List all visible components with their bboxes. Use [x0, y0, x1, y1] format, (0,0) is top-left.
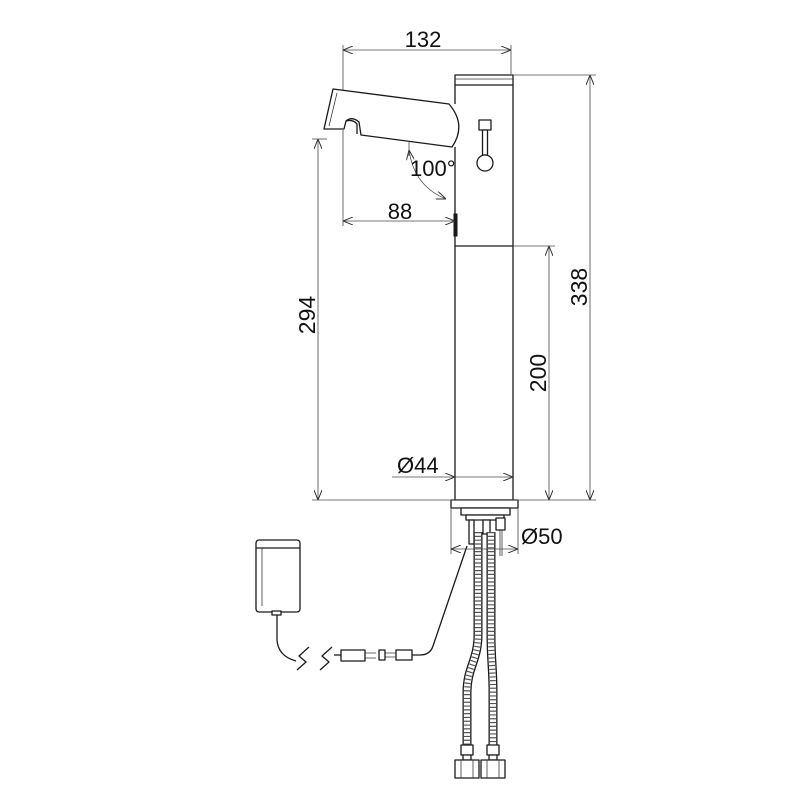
label-body-diameter: Ø44 [397, 453, 439, 478]
hose-right-neck [488, 754, 498, 761]
spout-aerator [345, 119, 358, 134]
lever [476, 119, 494, 172]
base-flange [450, 499, 519, 509]
spout-outline [323, 88, 460, 148]
hose-left-braid [464, 532, 481, 746]
hose-right-collar [486, 744, 500, 756]
spout [323, 88, 460, 148]
label-spout-reach: 88 [388, 199, 412, 224]
mounting-stud-right [499, 530, 503, 556]
label-base-diameter: Ø50 [521, 524, 563, 549]
label-spout-length: 132 [405, 27, 442, 52]
label-outlet-height: 294 [294, 296, 320, 335]
mounting-nut-right [495, 517, 506, 531]
lever-stem [481, 129, 489, 156]
body-outline [454, 74, 514, 501]
connector-female [340, 649, 366, 662]
control-box-body [255, 539, 301, 613]
control-box [255, 539, 301, 662]
label-overall-height: 338 [566, 268, 592, 306]
hose-left-collar [460, 744, 474, 756]
sensor-cable-line [412, 545, 468, 656]
control-box-cable-gland [271, 610, 282, 616]
hose-left-nut [454, 759, 480, 779]
faucet-body [453, 74, 514, 501]
spout-tip-chamfer [328, 92, 338, 127]
sensor-window [453, 213, 458, 237]
cable-break-mark-left [296, 646, 310, 671]
connector-male-tip [378, 649, 386, 661]
hose-right-nut [480, 759, 506, 779]
sensor-cable [296, 545, 468, 671]
supply-hoses [454, 532, 506, 779]
mounting-assembly [450, 499, 519, 556]
label-lower-body-height: 200 [525, 354, 551, 392]
cable-break-mark-right [319, 646, 333, 671]
label-spout-angle: 100° [410, 156, 456, 181]
mounting-stud-left [468, 519, 475, 545]
hose-right-nut-faces [486, 760, 500, 778]
mounting-nut-center [482, 519, 491, 535]
angle-arc [409, 150, 446, 199]
lever-knob [476, 154, 494, 172]
hose-left-neck [462, 754, 472, 761]
lever-head [478, 119, 492, 131]
connector-male-pins [384, 652, 396, 658]
hose-left-nut-faces [460, 760, 474, 778]
connector-male [395, 649, 413, 661]
dimension-labels: 132 100° 88 294 200 338 Ø44 Ø50 [294, 27, 592, 549]
mounting-plate [460, 507, 511, 516]
connector-female-pins [365, 652, 376, 659]
hose-right-braid [488, 532, 496, 746]
control-box-cable [276, 615, 297, 662]
dimension-lines [312, 45, 596, 554]
